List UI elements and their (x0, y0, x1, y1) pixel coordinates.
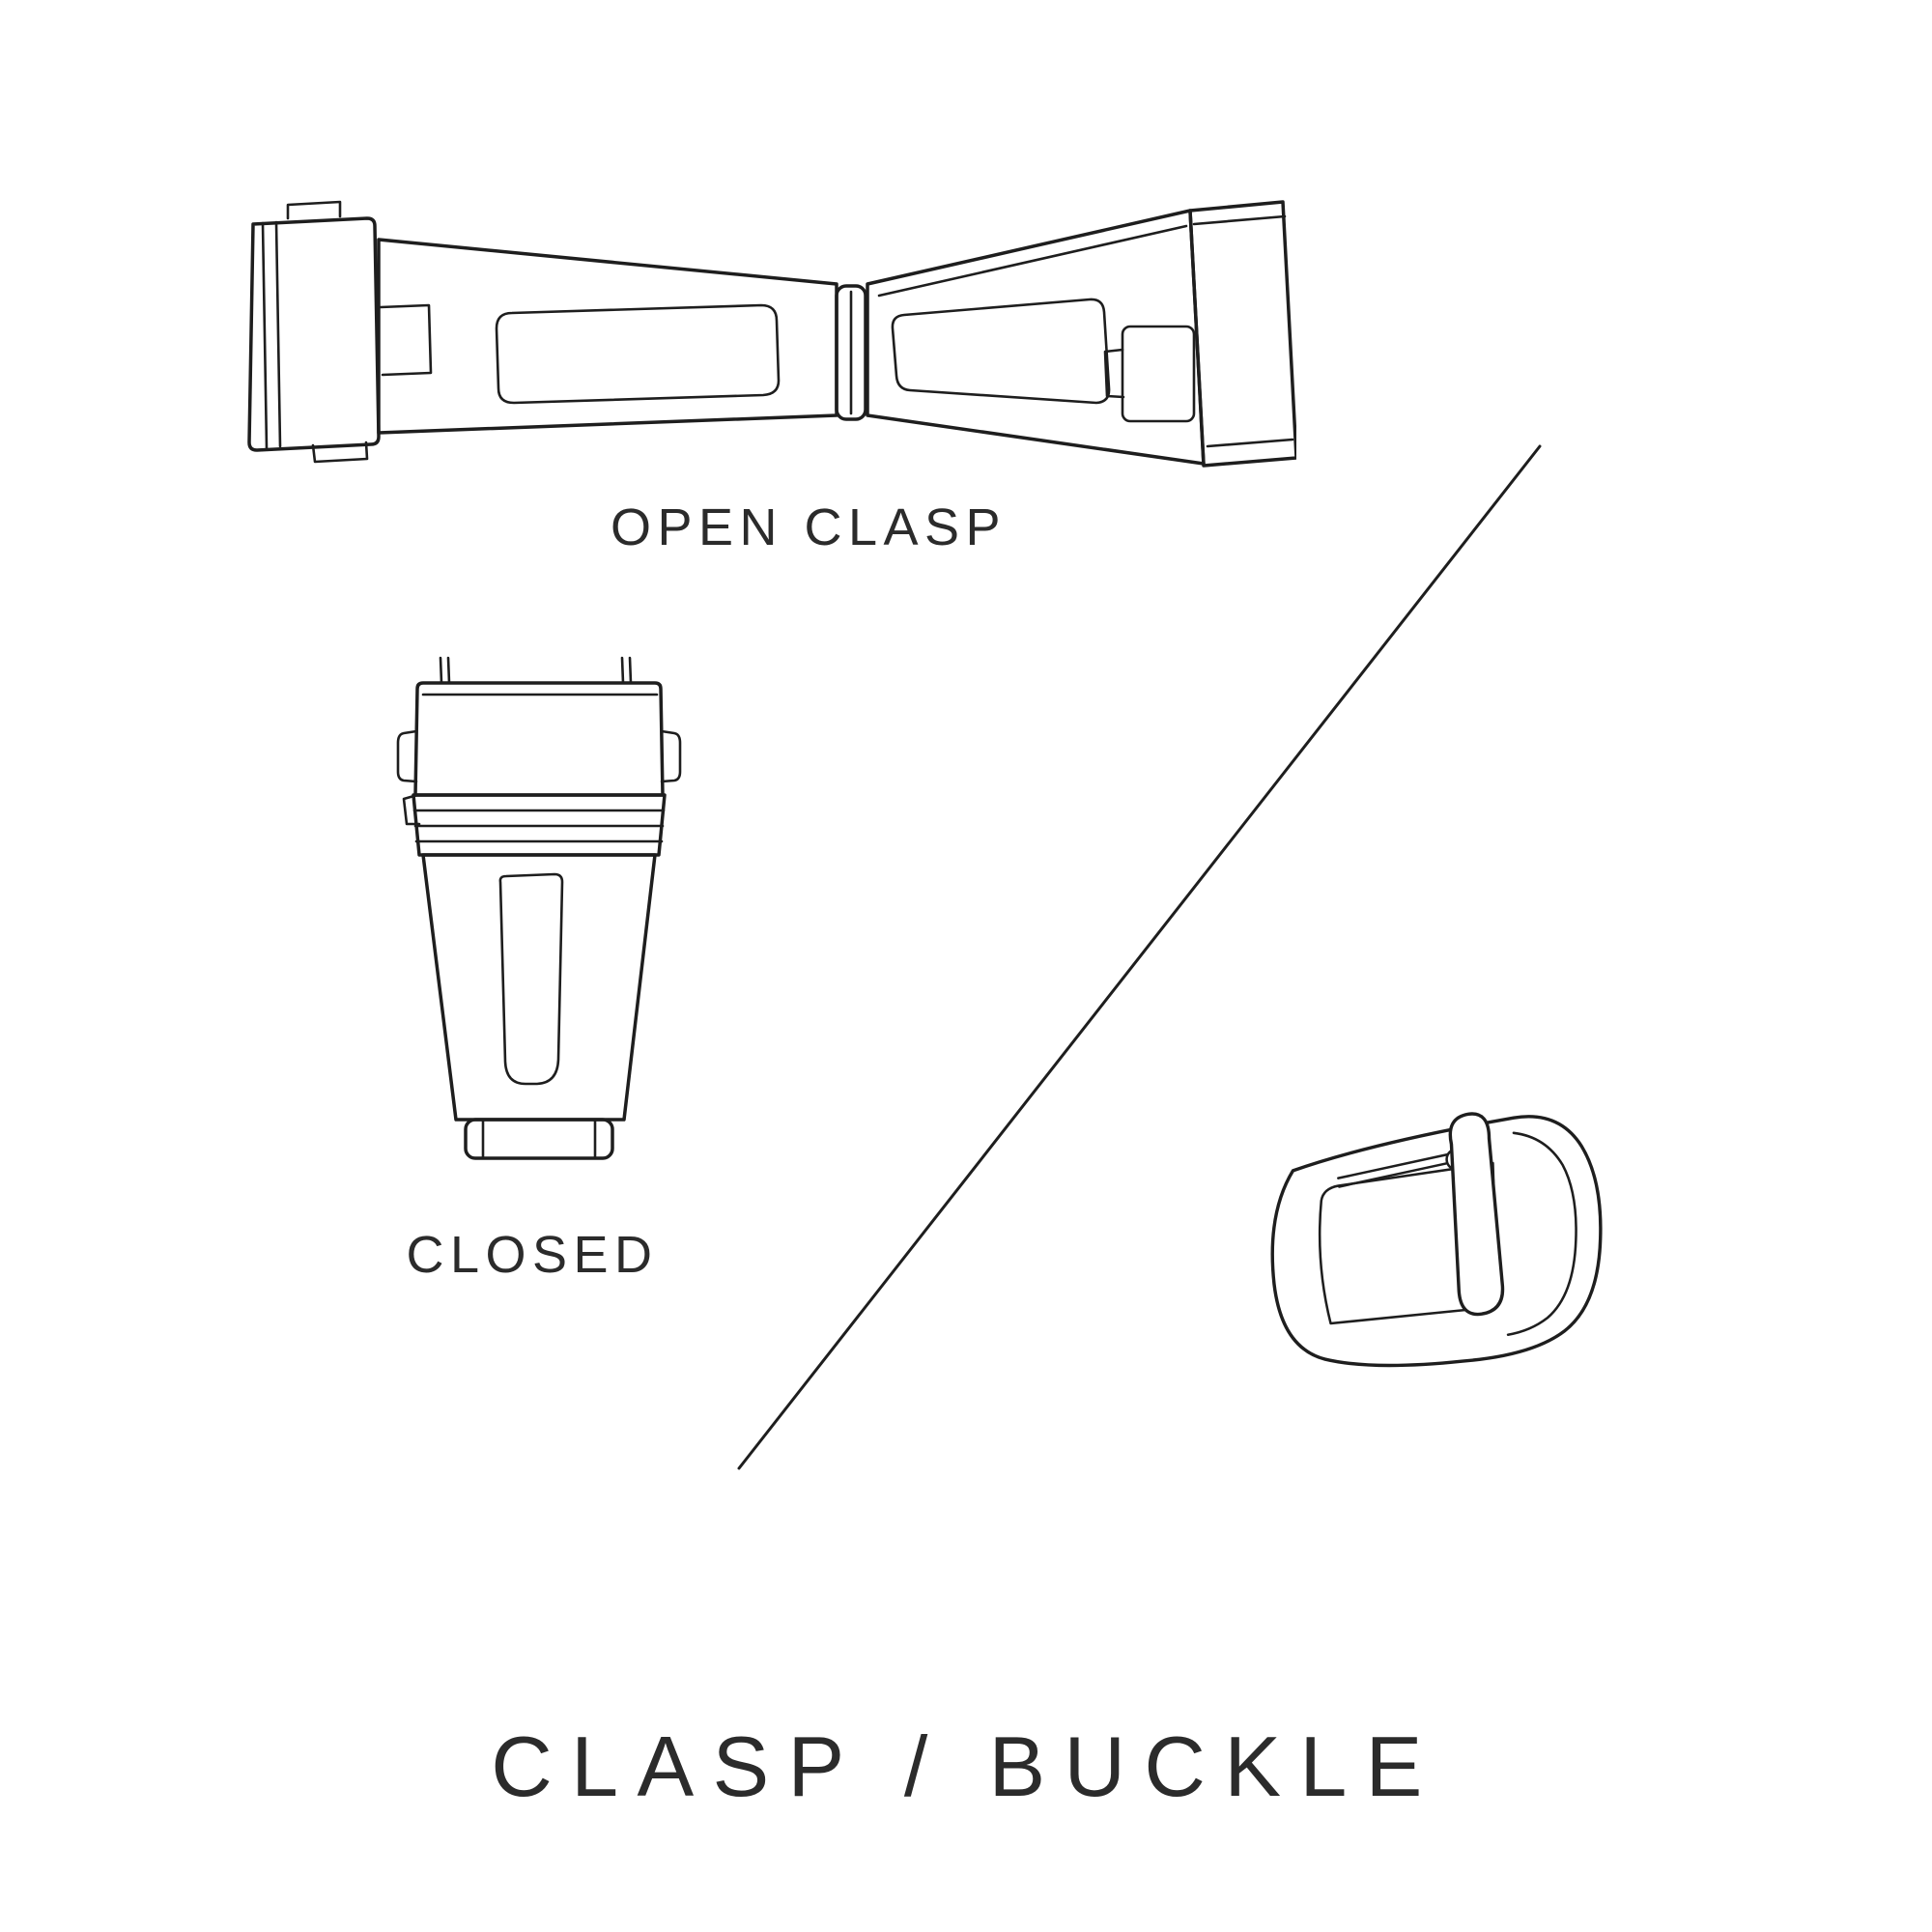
open-clasp-icon (247, 200, 1296, 468)
closed-clasp-illustration (384, 653, 694, 1186)
tang-buckle-illustration (1233, 1082, 1629, 1406)
open-clasp-label: OPEN CLASP (611, 498, 1007, 556)
closed-clasp-label: CLOSED (406, 1226, 659, 1284)
page-title: CLASP / BUCKLE (491, 1719, 1441, 1814)
closed-clasp-icon (396, 656, 682, 1160)
open-clasp-illustration (224, 184, 1296, 483)
tang-buckle-icon (1270, 1112, 1603, 1368)
